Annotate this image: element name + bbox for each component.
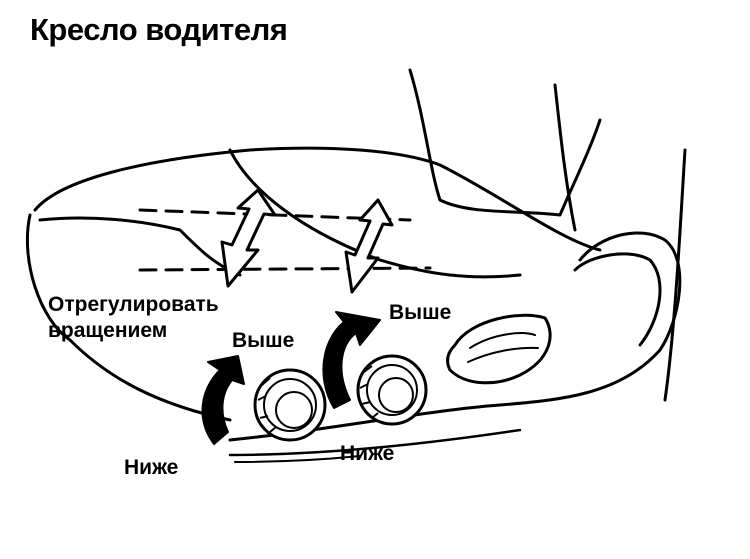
seat-base-line-2 bbox=[234, 455, 361, 463]
seat-backrest-right-edge bbox=[553, 83, 577, 232]
up-label-rear: Выше bbox=[389, 301, 452, 324]
adjust-label-line-2: вращением bbox=[48, 319, 168, 342]
up-label-front: Выше bbox=[232, 329, 295, 352]
up-down-arrow-rear-icon bbox=[344, 198, 394, 294]
rear-height-knob bbox=[356, 354, 428, 426]
seat-backrest-far-edge bbox=[663, 148, 687, 402]
recline-lever-inner-2 bbox=[467, 346, 539, 363]
adjust-label-line-1: Отрегулировать bbox=[48, 293, 219, 316]
seat-cushion-inner bbox=[228, 148, 522, 279]
page-title: Кресло водителя bbox=[30, 12, 288, 47]
seat-dashed-seam-2 bbox=[138, 266, 432, 272]
rotate-arrow-front-icon bbox=[201, 355, 245, 445]
recline-lever bbox=[446, 313, 552, 385]
front-height-knob bbox=[253, 368, 327, 442]
adjust-by-rotation-label: Отрегулировать вращением bbox=[48, 292, 219, 344]
seat-base-line bbox=[228, 428, 522, 457]
down-label-front: Ниже bbox=[124, 456, 179, 479]
recline-lever-inner bbox=[469, 332, 536, 349]
up-down-arrow-front-icon bbox=[220, 188, 277, 288]
seat-backrest-outline bbox=[408, 68, 602, 217]
seat-side-panel-inner bbox=[573, 252, 662, 347]
seat-cushion-top bbox=[33, 146, 602, 252]
seat-cushion-side bbox=[25, 213, 232, 422]
rotate-arrow-rear-icon bbox=[322, 311, 381, 409]
down-label-rear: Ниже bbox=[340, 442, 395, 465]
seat-cushion-seam bbox=[38, 216, 242, 277]
